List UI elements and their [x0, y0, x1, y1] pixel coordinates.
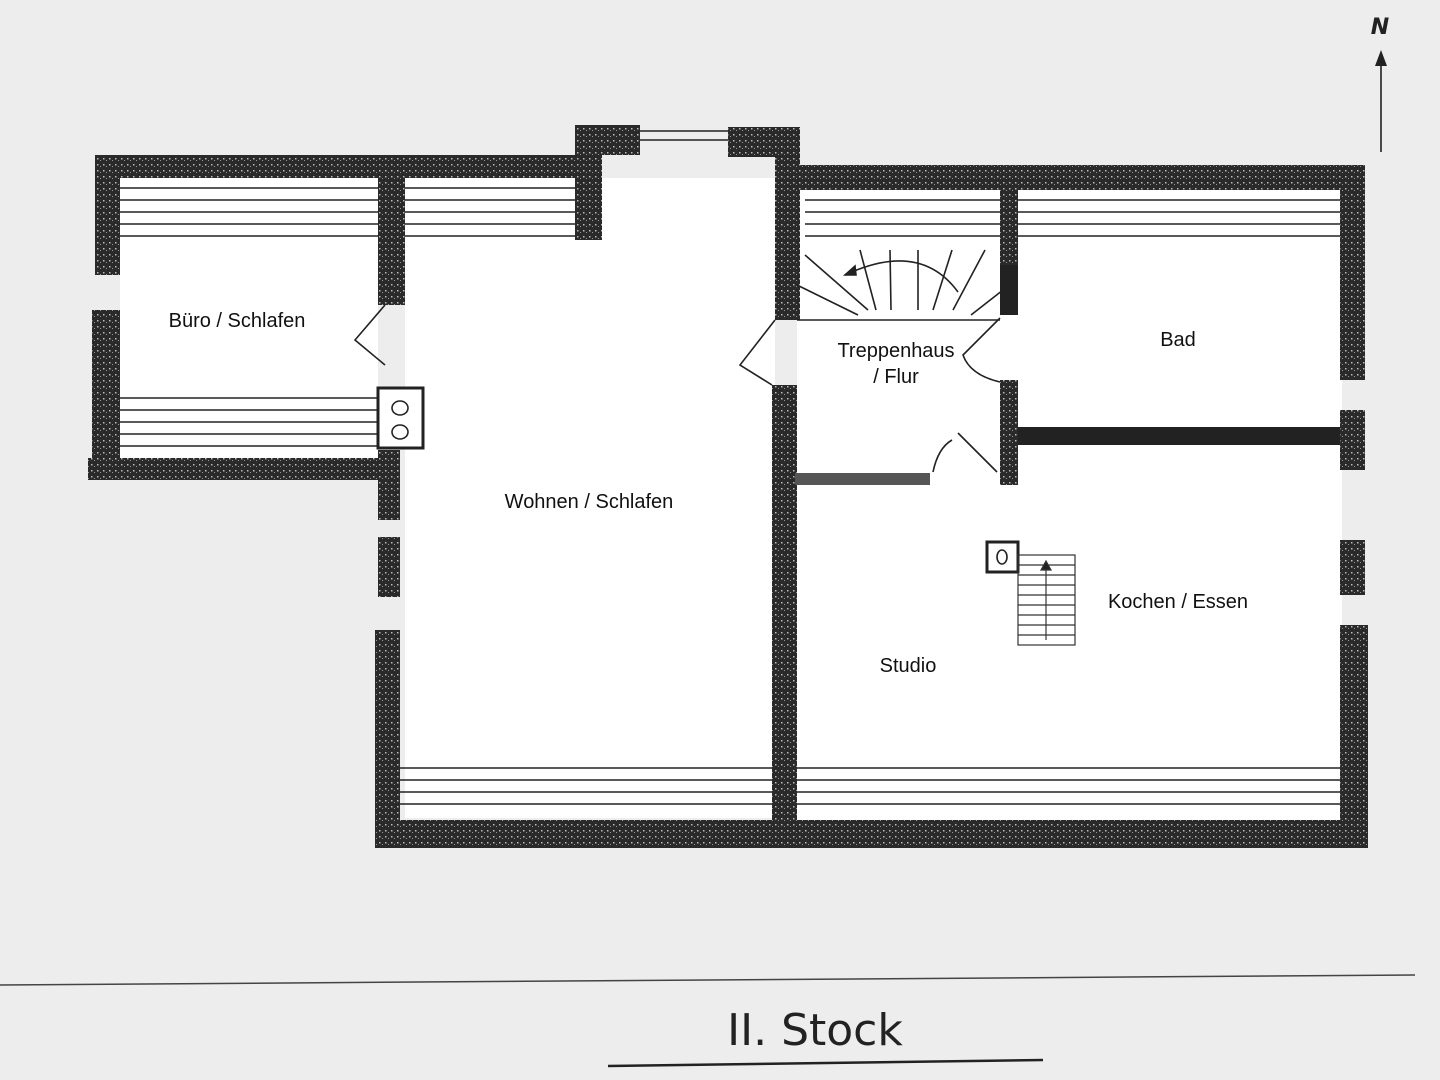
- stair-wall-solid: [1000, 265, 1018, 315]
- floor-title: II. Stock: [727, 1005, 903, 1056]
- walls: [88, 125, 1368, 848]
- small-chimney-icon: [985, 540, 1020, 574]
- room-label-studio: Studio: [880, 655, 937, 677]
- doors: [353, 304, 1001, 473]
- roof-slope-hatching: [120, 187, 1340, 805]
- room-label-wohnen: Wohnen / Schlafen: [505, 491, 674, 513]
- room-label-kochen: Kochen / Essen: [1108, 591, 1248, 613]
- winding-staircase: [796, 249, 1004, 321]
- north-arrow-icon: N: [1371, 15, 1389, 152]
- bad-kitchen-wall: [1018, 427, 1340, 445]
- compass-label: N: [1371, 15, 1389, 40]
- room-label-buero: Büro / Schlafen: [169, 310, 306, 332]
- small-staircase: [1017, 554, 1076, 646]
- north-window: [640, 130, 728, 141]
- chimney-icon: [376, 386, 425, 450]
- room-label-flur: / Flur: [873, 366, 919, 388]
- title-divider-line: [0, 974, 1416, 986]
- title-underline: [607, 1058, 1044, 1068]
- room-label-treppenhaus: Treppenhaus: [837, 340, 954, 362]
- room-label-bad: Bad: [1160, 329, 1196, 351]
- hall-railing: [795, 473, 930, 485]
